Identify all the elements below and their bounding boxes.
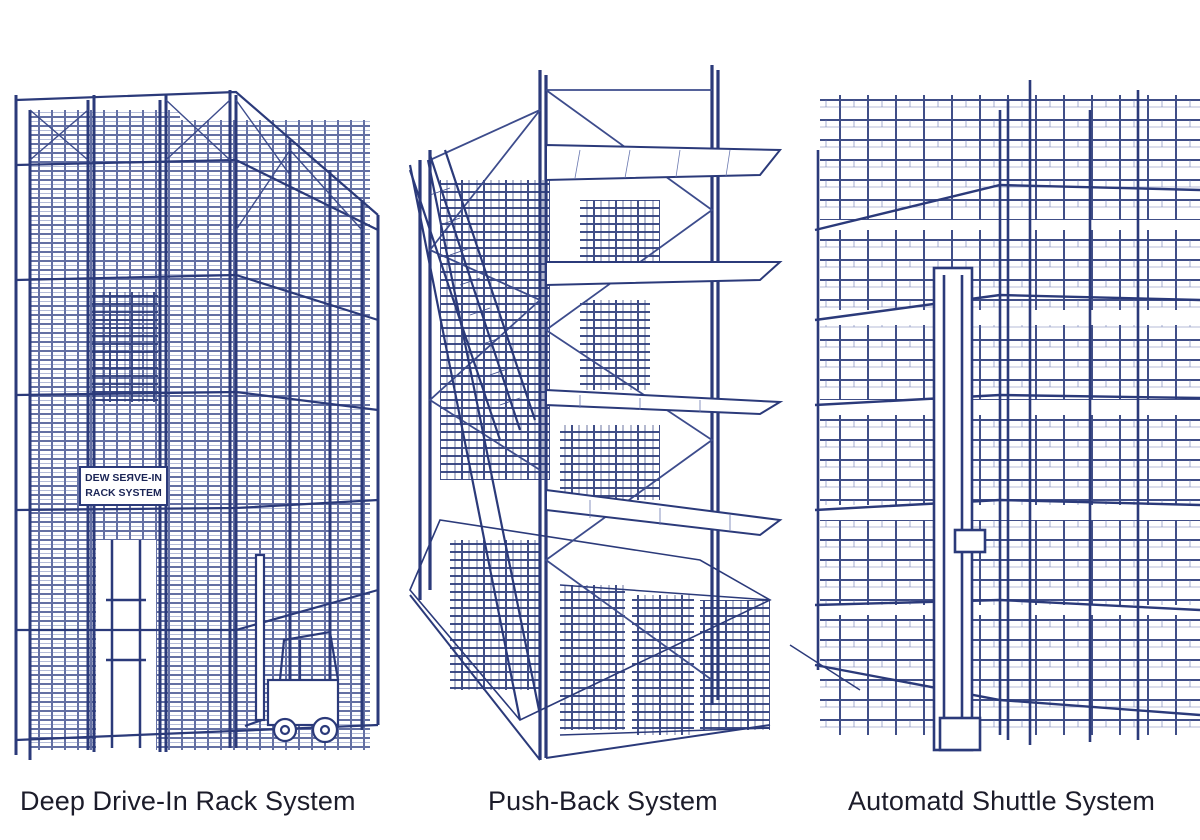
sign-line-2: RACK SYSTEM [85,487,162,499]
drive-in-rack [14,90,380,760]
caption-drive-in: Deep Drive-In Rack System [20,786,356,816]
shuttle-rack [789,80,1200,752]
sign-line-1: DEW SEЯVE-IN [85,472,162,484]
rack-sign: DEW SEЯVE-IN RACK SYSTEM [79,466,168,506]
caption-push-back: Push-Back System [488,786,718,816]
push-back-rack [408,65,784,761]
caption-shuttle: Automatd Shuttle System [848,786,1155,816]
shuttle-lift-icon [932,266,987,752]
forklift-icon [244,553,340,744]
conveyor-icon [408,149,542,721]
